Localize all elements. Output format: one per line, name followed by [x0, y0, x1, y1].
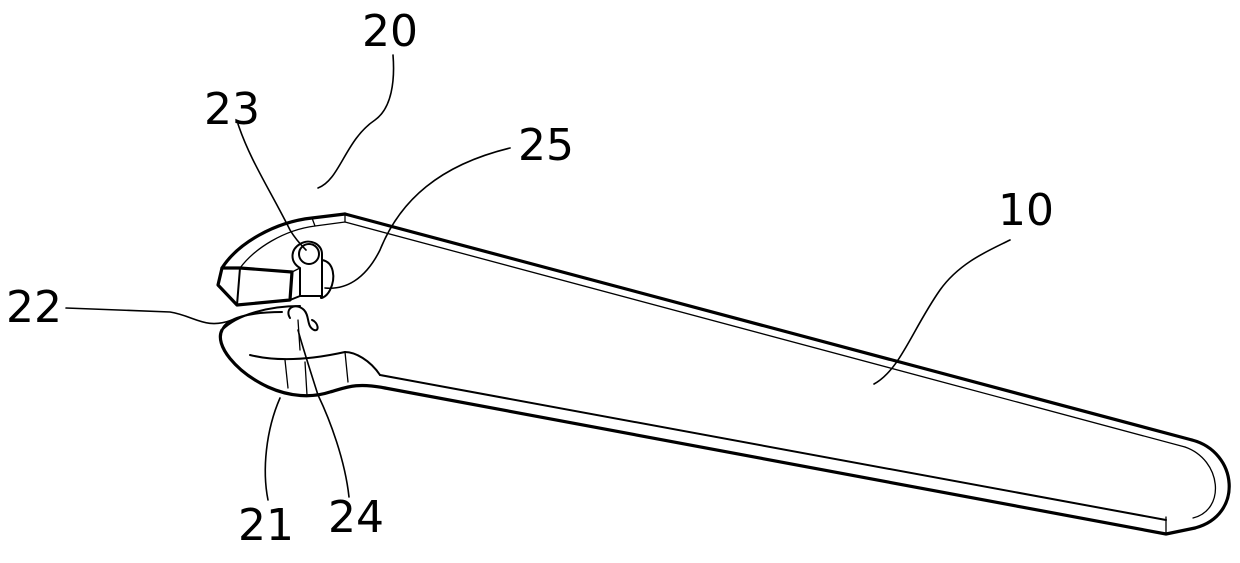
leader-22: [66, 308, 232, 324]
ref-label-20: 20: [362, 6, 418, 57]
leader-21: [265, 398, 280, 500]
wrench-handle: [345, 214, 1229, 534]
ref-label-21: 21: [238, 500, 294, 551]
leader-10: [874, 240, 1010, 384]
leader-20: [318, 55, 394, 188]
ref-label-24: 24: [328, 492, 384, 543]
ref-label-10: 10: [998, 185, 1054, 236]
leader-24: [298, 330, 349, 497]
ref-label-25: 25: [518, 120, 574, 171]
wrench-head: [218, 214, 385, 396]
ref-label-22: 22: [6, 282, 62, 333]
leader-25: [325, 148, 510, 288]
leader-23: [238, 124, 306, 250]
ref-label-23: 23: [204, 84, 260, 135]
